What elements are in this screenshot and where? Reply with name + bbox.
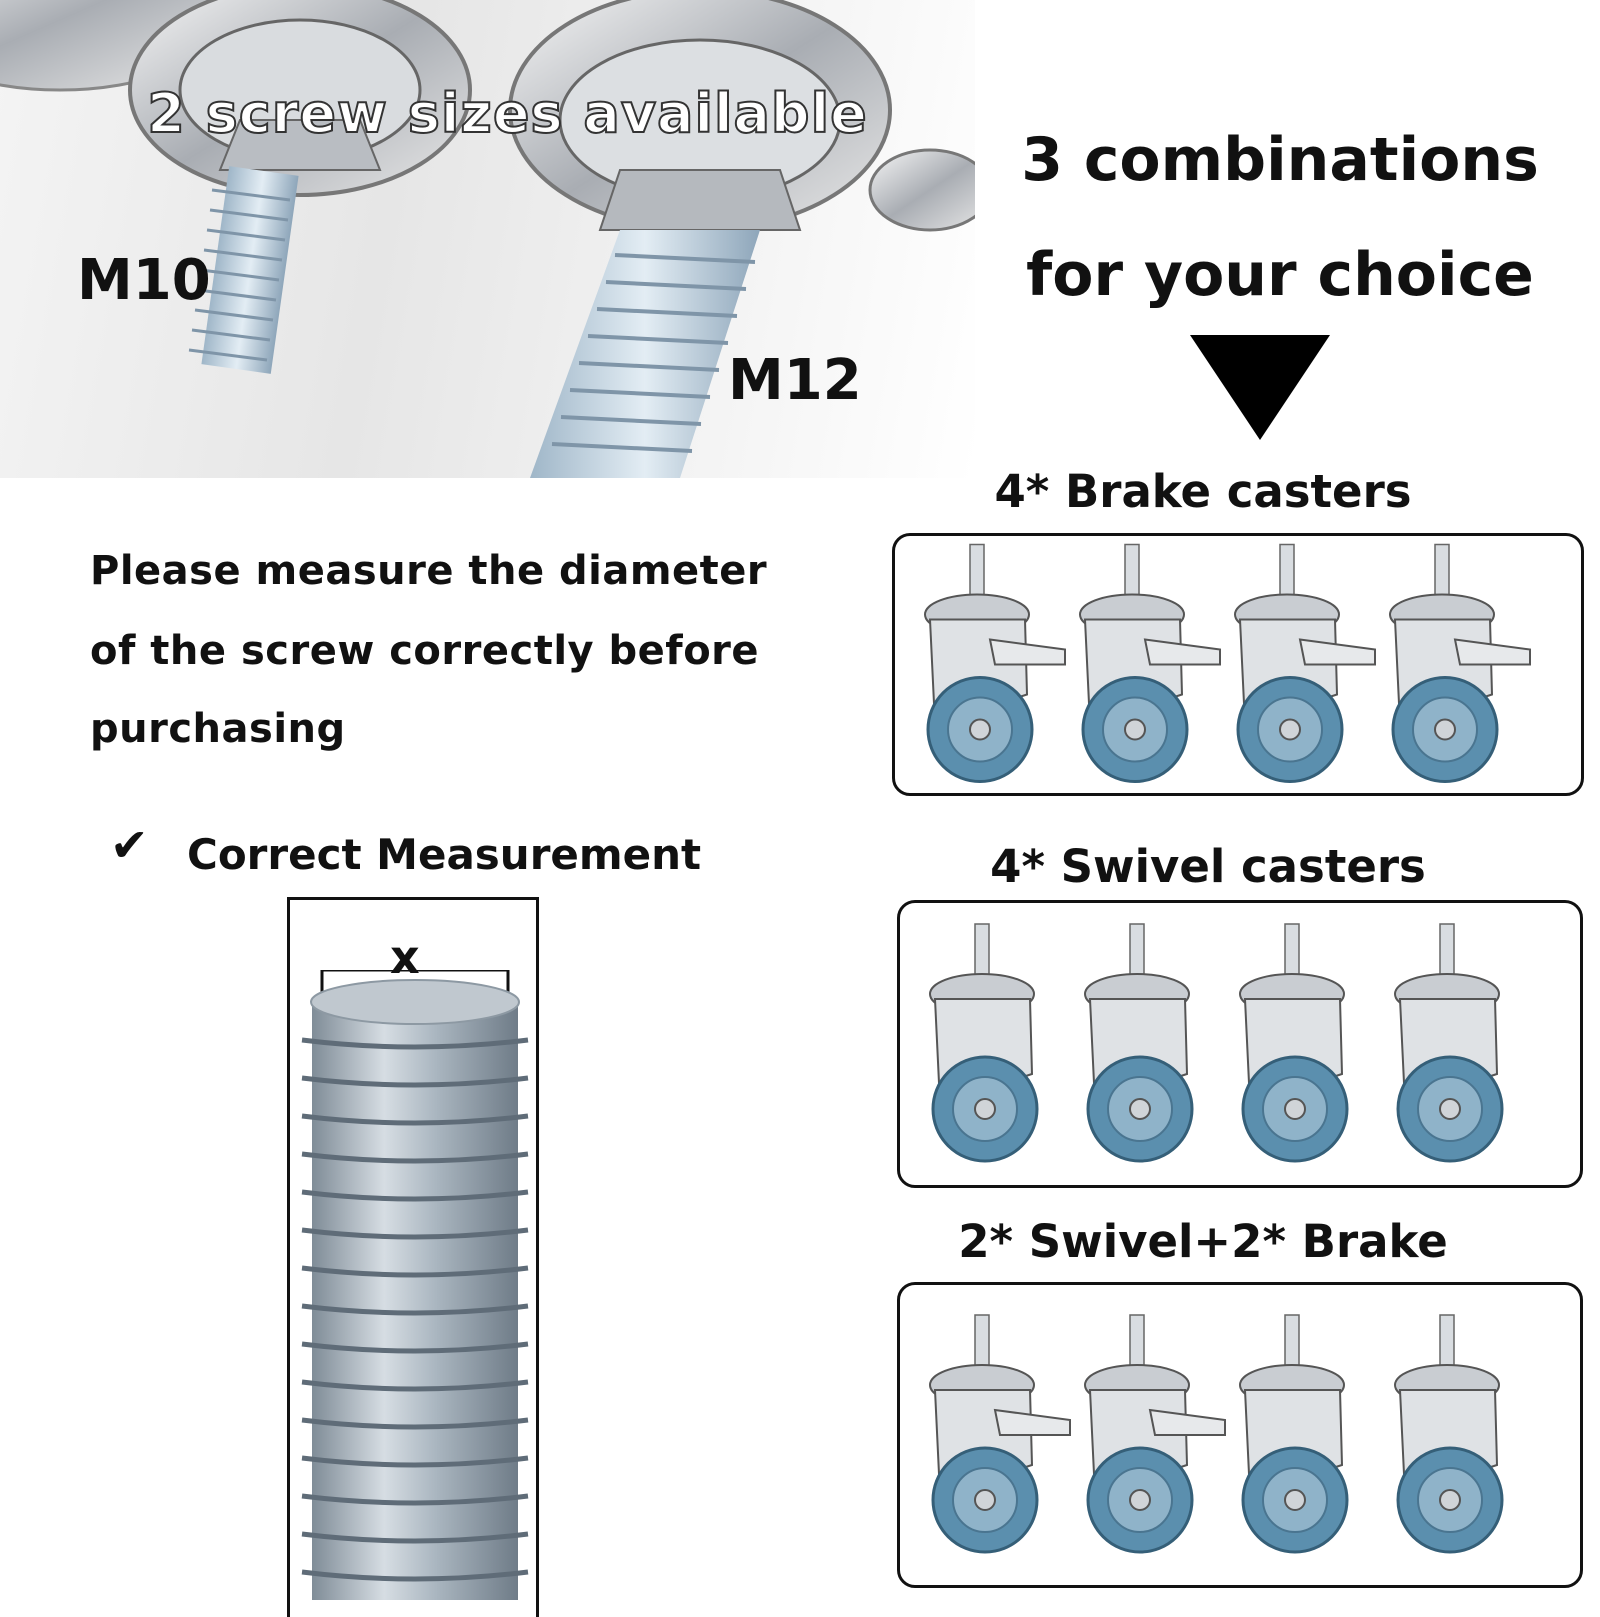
caster-set [929,923,1504,1163]
choice-heading: for your choice [1026,240,1534,310]
swivel-caster-icon [1084,923,1194,1163]
thread-ridge [301,1037,529,1050]
brake-caster-icon [1234,543,1376,783]
thread-ridge [301,1531,529,1544]
m10-label: M10 [77,248,211,313]
dimension-x-label: x [390,930,420,984]
checkmark-icon: ✔ [110,818,149,872]
thread-ridge [301,1303,529,1316]
swivel-caster-icon [1239,923,1349,1163]
combinations-heading: 3 combinations [1021,125,1539,195]
combo-title-swivel: 4* Swivel casters [990,840,1426,893]
thread-ridge [301,1075,529,1088]
brake-caster-icon [924,543,1066,783]
thread-ridge [301,1455,529,1468]
correct-measurement-label: Correct Measurement [187,830,702,879]
screw-sizes-title: 2 screw sizes available [146,81,868,146]
note-line-3: purchasing [90,706,346,752]
note-line-1: Please measure the diameter [90,548,768,594]
screw-illustration [0,0,975,478]
measurement-frame [287,897,539,1617]
brake-caster-icon [1084,1314,1226,1554]
thread-ridge [301,1493,529,1506]
m12-screw [530,230,760,478]
combo-title-mixed: 2* Swivel+2* Brake [958,1215,1448,1268]
caster-set [929,1314,1504,1554]
combo-box-mixed [897,1282,1583,1588]
thread-ridge [301,1151,529,1164]
swivel-caster-icon [1394,1314,1504,1554]
thread-ridge [301,1113,529,1126]
caster-set [924,543,1531,783]
thread-ridge [301,1189,529,1202]
brake-caster-icon [1389,543,1531,783]
swivel-caster-icon [1394,923,1504,1163]
thread-ridge [301,1569,529,1582]
combo-box-brake [892,533,1584,796]
note-line-2: of the screw correctly before [90,628,760,674]
thread-ridge [301,1265,529,1278]
screw-sizes-photo [0,0,975,478]
swivel-caster-icon [929,923,1039,1163]
swivel-caster-icon [1239,1314,1349,1554]
brake-caster-icon [1079,543,1221,783]
thread-ridge [301,1417,529,1430]
m10-screw [188,166,299,374]
thread-ridge [301,1379,529,1392]
combo-box-swivel [897,900,1583,1188]
threaded-rod-image [301,970,529,1600]
thread-ridge [301,1341,529,1354]
thread-ridge [301,1227,529,1240]
down-triangle-icon [1190,335,1330,444]
combo-title-brake: 4* Brake casters [994,465,1412,518]
m12-label: M12 [728,348,862,413]
brake-caster-icon [929,1314,1071,1554]
